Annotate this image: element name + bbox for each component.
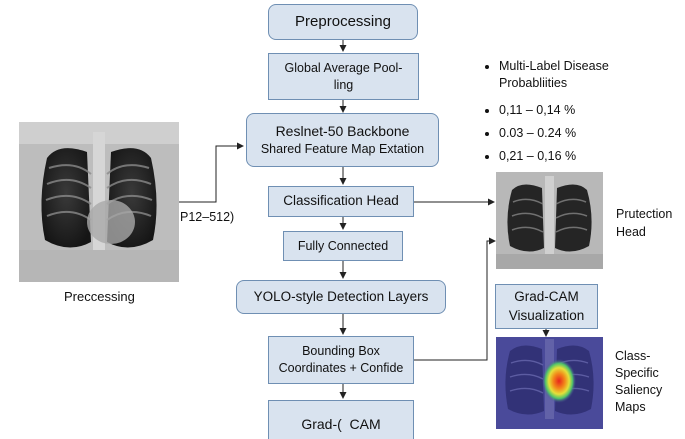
protection-head-label-line2: Head	[616, 225, 646, 239]
input-dimensions-label: P12–512)	[180, 210, 235, 224]
preprocessing-label: Preprocessing	[295, 12, 391, 30]
preprocessing-box: Preprocessing	[268, 4, 418, 40]
probabilities-heading-line2: Probabliities	[499, 75, 568, 90]
saliency-label-line4: Maps	[615, 400, 646, 414]
heatmap-hotspot	[542, 359, 576, 403]
probabilities-heading-line1: Multi-Label Disease	[499, 59, 609, 73]
saliency-label-line3: Saliency	[615, 383, 663, 397]
input-xray-image	[19, 122, 179, 282]
arrow-input-to-backbone	[178, 142, 244, 203]
gradcam-visualization-box: Grad-CAM Visualization	[495, 284, 598, 329]
input-caption: Preccessing	[64, 289, 135, 304]
gap-label-line1: Global Average Pool-	[284, 60, 403, 75]
yolo-label: YOLO-style Detection Layers	[253, 288, 429, 304]
gap-label-line2: ling	[333, 77, 354, 92]
bbox-label-line1: Bounding Box	[302, 344, 380, 359]
protection-head-label-line1: Prutection	[616, 207, 673, 221]
protection-head-xray-image	[496, 172, 603, 269]
bounding-box-box: Bounding Box Coordinates + Confide	[268, 336, 414, 384]
saliency-heatmap-image	[496, 337, 603, 429]
classification-head-label: Classification Head	[283, 193, 399, 209]
yolo-detection-box: YOLO-style Detection Layers	[236, 280, 446, 314]
backbone-label-line2: Shared Feature Map Extation	[260, 142, 425, 156]
gradcam-viz-label-line2: Visualization	[508, 307, 585, 323]
backbone-box: Reslnet-50 Backbone Shared Feature Map E…	[246, 113, 439, 167]
global-average-pooling-box: Global Average Pool- ling	[268, 53, 419, 100]
arrow-bbox-to-protection	[414, 237, 496, 361]
classification-head-box: Classification Head	[268, 186, 414, 217]
gradcam-bottom-label: Grad-( CAM	[301, 416, 381, 432]
saliency-label-line1: Class-	[615, 349, 651, 363]
probabilities-list: Multi-Label Disease Probabliities 0,11 –…	[485, 58, 675, 168]
saliency-label-line2: Specific	[615, 366, 659, 380]
bbox-label-line2: Coordinates + Confide	[278, 361, 404, 375]
fully-connected-label: Fully Connected	[297, 238, 389, 253]
fully-connected-box: Fully Connected	[283, 231, 403, 261]
gradcam-viz-label-line1: Grad-CAM	[514, 289, 579, 305]
gradcam-bottom-box: Grad-( CAM	[268, 400, 414, 439]
backbone-label-line1: Reslnet-50 Backbone	[275, 123, 410, 140]
